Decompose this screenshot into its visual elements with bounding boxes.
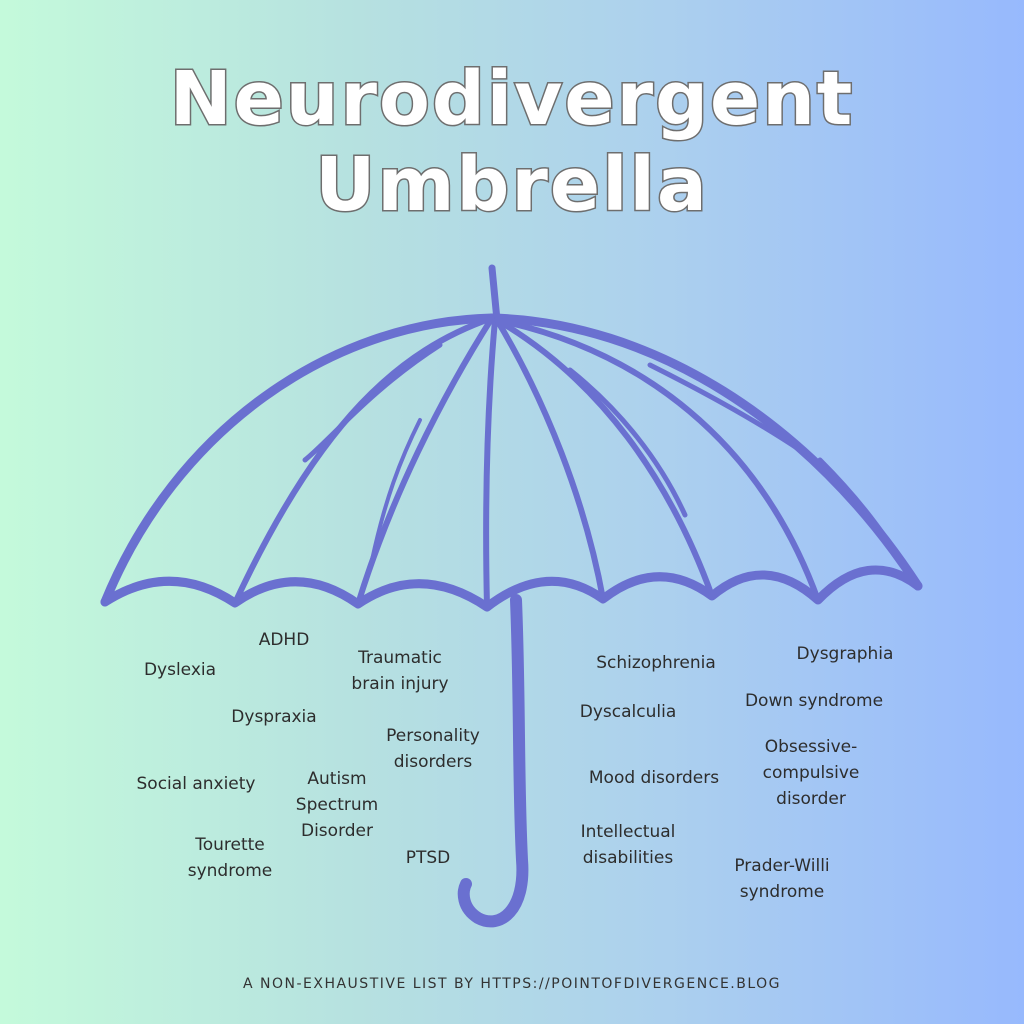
term-prader-willi-syndrome: Prader-Willi syndrome bbox=[734, 856, 830, 902]
term-dyslexia: Dyslexia bbox=[143, 660, 217, 680]
term-intellectual-disabilities: Intellectual disabilities bbox=[580, 822, 676, 868]
term-personality-disorders: Personality disorders bbox=[386, 726, 480, 772]
title-line-1: Neurodivergent bbox=[168, 56, 855, 142]
term-schizophrenia: Schizophrenia bbox=[596, 653, 716, 673]
term-down-syndrome: Down syndrome bbox=[744, 691, 884, 711]
term-mood-disorders: Mood disorders bbox=[588, 768, 720, 788]
term-adhd: ADHD bbox=[258, 630, 310, 650]
term-tourette-syndrome: Tourette syndrome bbox=[187, 835, 273, 881]
term-dysgraphia: Dysgraphia bbox=[796, 644, 894, 664]
term-social-anxiety: Social anxiety bbox=[136, 774, 256, 794]
term-obsessive-compulsive-disorder: Obsessive- compulsive disorder bbox=[762, 737, 860, 809]
term-autism-spectrum-disorder: Autism Spectrum Disorder bbox=[295, 769, 379, 841]
title-line-2: Umbrella bbox=[314, 142, 709, 228]
term-dyspraxia: Dyspraxia bbox=[231, 707, 317, 727]
term-ptsd: PTSD bbox=[405, 848, 451, 868]
footer-credit: A NON-EXHAUSTIVE LIST BY HTTPS://POINTOF… bbox=[242, 976, 782, 992]
term-dyscalculia: Dyscalculia bbox=[579, 702, 677, 722]
term-traumatic-brain-injury: Traumatic brain injury bbox=[351, 648, 449, 694]
